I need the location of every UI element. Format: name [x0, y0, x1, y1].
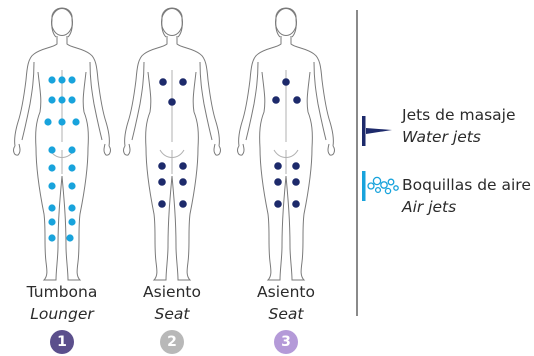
legend-water-label-en: Water jets [402, 126, 516, 148]
figure-3-label: Asiento Seat [231, 281, 341, 325]
figure-1-number-badge: 1 [50, 330, 74, 354]
figure-2-silhouette [124, 8, 221, 280]
figure-3-silhouette [238, 8, 335, 280]
legend-divider [356, 10, 358, 316]
legend-air-label-en: Air jets [402, 196, 531, 218]
air-jet-icon [362, 171, 398, 201]
figure-1-subtitle: Lounger [7, 303, 117, 325]
figure-2-title: Asiento [117, 281, 227, 303]
figure-1-title: Tumbona [7, 281, 117, 303]
legend-air-label: Boquillas de aire [402, 174, 531, 196]
figure-3-number-badge: 3 [274, 330, 298, 354]
figure-3-title: Asiento [231, 281, 341, 303]
legend-air: Boquillas de aire Air jets [402, 174, 531, 218]
figure-2-label: Asiento Seat [117, 281, 227, 325]
legend-water: Jets de masaje Water jets [402, 104, 516, 148]
figure-1-silhouette [14, 8, 111, 280]
figure-2-number-badge: 2 [160, 330, 184, 354]
water-jet-icon [362, 116, 392, 146]
legend-water-label: Jets de masaje [402, 104, 516, 126]
figure-1-label: Tumbona Lounger [7, 281, 117, 325]
figure-3-subtitle: Seat [231, 303, 341, 325]
figure-2-subtitle: Seat [117, 303, 227, 325]
